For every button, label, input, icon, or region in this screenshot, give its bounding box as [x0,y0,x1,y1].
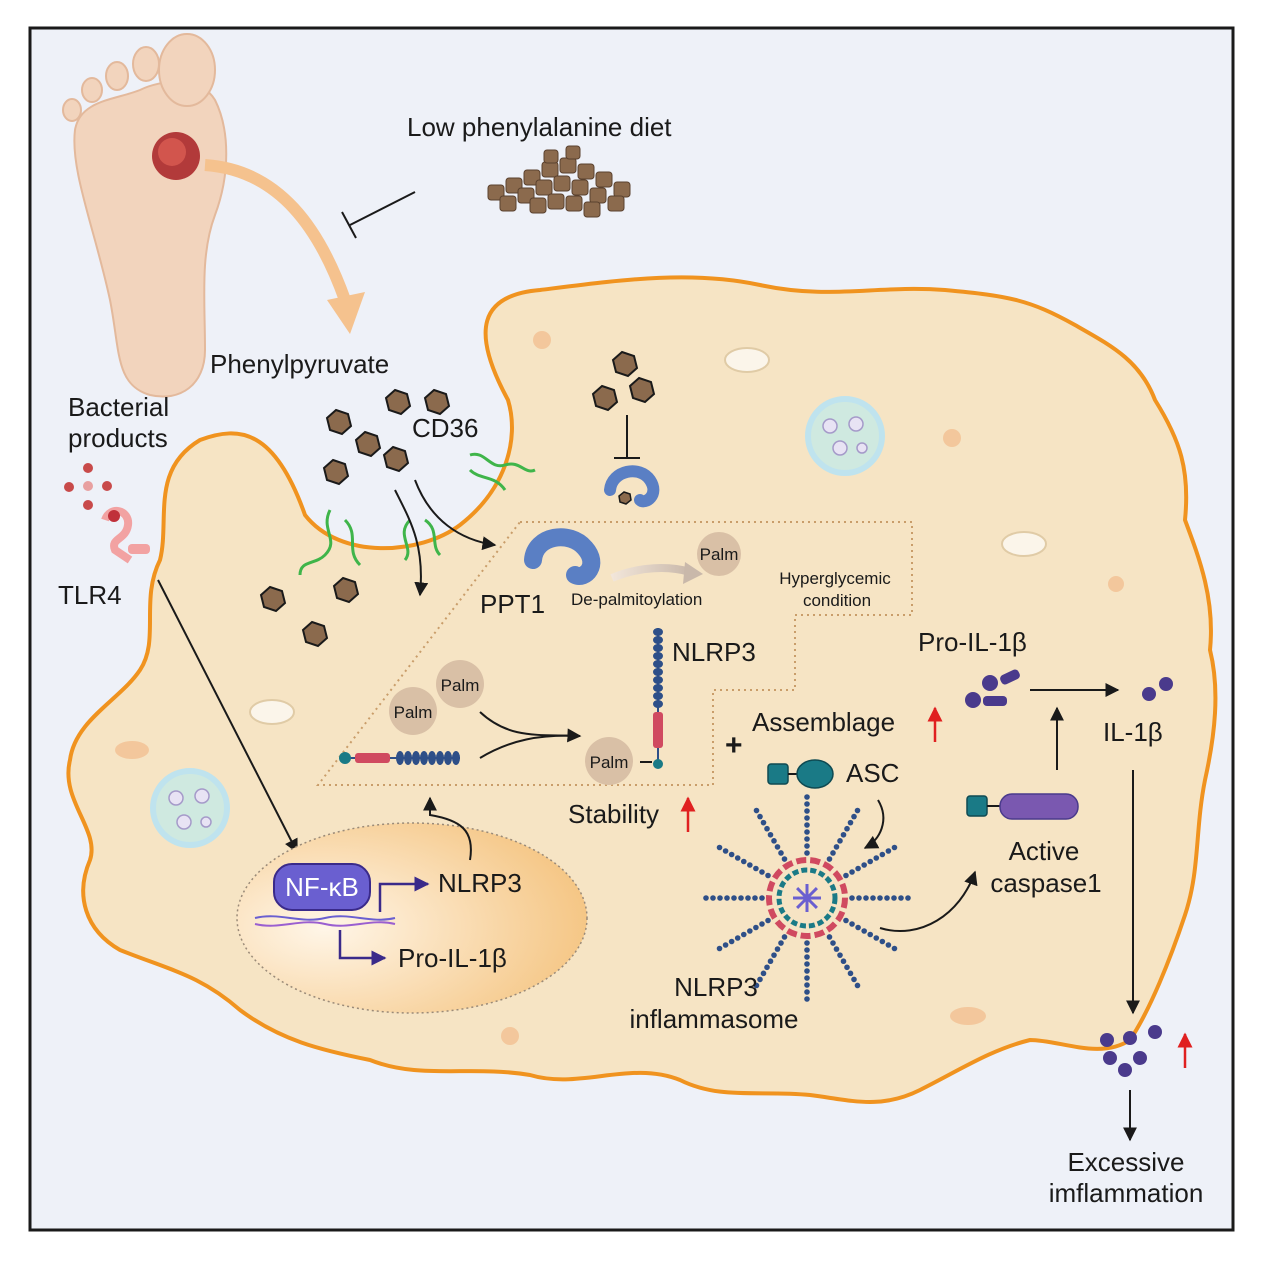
nfkb-label: NF-κB [285,872,359,902]
palmitoylation-arrow-2 [479,734,581,759]
palm-label: Palm [590,753,629,772]
phenylpyruvate-label: Phenylpyruvate [210,349,389,379]
diet-inhibition-line [349,191,416,226]
pro-il1b-transcription-arrow [338,930,387,966]
ppt1-arrow [414,479,497,551]
nlrp3-inflammasome-icon [703,794,911,1002]
lipid-droplet [1001,531,1047,557]
nlrp3-transcription-arrow [378,876,430,912]
tlr4-receptor-icon [101,507,150,564]
uptake-arrow [394,489,429,597]
palm-label: Palm [441,676,480,695]
nlrp3-palmitoylated-icon [640,628,663,769]
lipid-droplet [249,699,295,725]
vesicle-dot [501,1027,519,1045]
nlrp3-unpalmitoylated-icon [339,751,460,765]
ppt1-enzyme-icon [524,528,601,585]
caspase1-label: caspase1 [990,868,1101,898]
orange-arrowhead [327,292,365,334]
palm-group-icon [436,660,484,708]
vesicle-dot [950,1007,986,1025]
inflammasome-nlrp3-label: NLRP3 [674,972,758,1002]
nucleus-pro-il1b-label: Pro-IL-1β [398,943,507,973]
lipid-droplet [724,347,770,373]
asc-label: ASC [846,758,899,788]
bacterial-label: Bacterial [68,392,169,422]
nfkb-icon [273,863,371,911]
vesicle-dot [533,331,551,349]
inflammasome-label: inflammasome [629,1004,798,1034]
vesicle-dot [943,429,961,447]
cd36-receptor-icon [298,452,536,576]
depalmitoylation-label: De-palmitoylation [571,590,702,609]
asc-adaptor-icon [767,759,834,789]
palm-group-icon [389,687,437,735]
nlrp3-label: NLRP3 [672,637,756,667]
pro-il1b-label: Pro-IL-1β [918,627,1027,657]
il1b-label: IL-1β [1103,717,1163,747]
assemblage-label: Assemblage [752,707,895,737]
diet-label: Low phenylalanine diet [407,112,672,142]
pro-il1b-icon [965,669,1020,708]
dna-strand-icon [254,915,396,921]
asc-to-inflammasome-arrow [863,799,885,849]
palm-label: Palm [394,703,433,722]
palm-group-icon [697,532,741,576]
active-caspase1-icon [966,793,1079,820]
inflammasome-to-caspase-arrow [879,870,978,933]
condition-label: condition [803,591,871,610]
depalm-arrowhead [683,562,703,584]
inhibited-ppt1-icon [604,465,660,508]
plus-sign: + [725,729,743,762]
wound-to-phenylpyruvate-arrow [204,159,351,303]
il1b-icon [1142,677,1173,701]
cd36-label: CD36 [412,413,478,443]
active-label: Active [1009,836,1080,866]
excessive-label: Excessive [1067,1147,1184,1177]
lysosome-icon [805,396,885,476]
hyperglycemic-label: Hyperglycemic [779,569,891,588]
palm-group-icon [585,737,633,785]
diabetic-foot-icon [62,33,228,398]
palm-label: Palm [700,545,739,564]
depalmitoylation-arrow [610,564,692,582]
phenylpyruvate-molecules [259,350,656,648]
diet-pellets-icon [487,145,631,218]
vesicle-dot [115,741,149,759]
lysosome-icon [150,768,230,848]
ppt1-label: PPT1 [480,589,545,619]
stability-label: Stability [568,799,659,829]
inflammation-label: imflammation [1049,1178,1204,1208]
dna-strand-icon [254,921,396,927]
nucleus-to-nlrp3-arrow [423,796,472,861]
vesicle-dot [1108,576,1124,592]
nucleus-nlrp3-label: NLRP3 [438,868,522,898]
products-label: products [68,423,168,453]
hyperglycemic-region [315,521,913,786]
tlr4-to-nfkb-arrow [157,579,298,854]
tlr4-label: TLR4 [58,580,122,610]
secreted-il1b-icon [1100,1025,1162,1077]
inhibition-bar [341,211,357,239]
bacterial-products-dots [64,463,112,510]
